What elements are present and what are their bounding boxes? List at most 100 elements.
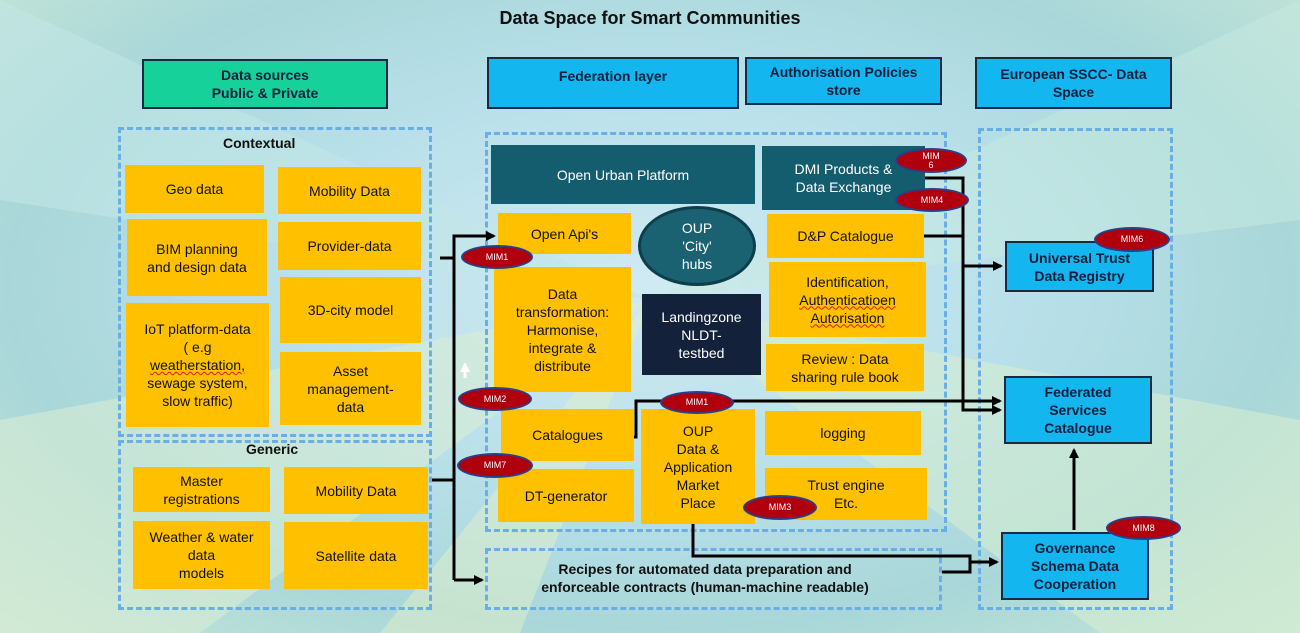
iot-line2: ( e.g xyxy=(183,339,212,355)
box-3d-city-model: 3D-city model xyxy=(280,277,421,343)
box-geo-data: Geo data xyxy=(125,165,264,213)
satellite-data-label: Satellite data xyxy=(315,547,397,564)
mim-badge-transform: MIM2 xyxy=(458,387,532,411)
connector-to-open-apis xyxy=(452,231,496,580)
market-line5: Place xyxy=(680,494,716,511)
logging-label: logging xyxy=(820,425,866,441)
mim6-top-line1: MIM xyxy=(922,150,940,161)
connector-catalogues-market xyxy=(634,399,676,439)
review-line2: sharing rule book xyxy=(791,368,899,385)
hubs-line1: OUP xyxy=(681,220,713,236)
bim-line1: BIM planning xyxy=(156,240,238,257)
box-dt-generator: DT-generator xyxy=(498,469,634,522)
mobility-data-generic-label: Mobility Data xyxy=(315,482,397,499)
transform-line3: Harmonise, xyxy=(526,321,599,338)
provider-data-label: Provider-data xyxy=(307,238,392,254)
header-european-line1: European SSCC- Data xyxy=(1000,66,1147,82)
identification-line2: Authenticatioen xyxy=(799,291,896,308)
dmi-line2: Data Exchange xyxy=(795,179,892,195)
city-model-label: 3D-city model xyxy=(307,302,394,318)
master-line1: Master xyxy=(180,472,223,489)
mim6-top-line2: 6 xyxy=(928,159,934,170)
hubs-line2: 'City' xyxy=(682,238,712,254)
box-catalogues: Catalogues xyxy=(501,409,634,461)
weather-line3: models xyxy=(178,565,225,581)
header-policies-line1: Authorisation Policies xyxy=(769,64,918,80)
box-mobility-data-contextual: Mobility Data xyxy=(278,167,421,214)
header-data-sources-line1: Data sources xyxy=(221,67,309,83)
header-policies-line2: store xyxy=(826,82,861,98)
transform-line5: distribute xyxy=(534,357,591,374)
recipes-container xyxy=(485,548,942,610)
box-open-urban-platform: Open Urban Platform xyxy=(491,145,755,204)
recipes-text: Recipes for automated data preparation a… xyxy=(500,560,910,596)
european-container xyxy=(978,128,1173,610)
mim-badge-dtgen: MIM7 xyxy=(457,453,533,478)
catalogues-label: Catalogues xyxy=(532,427,603,443)
registry-line2: Data Registry xyxy=(1034,267,1125,284)
asset-line2: management- xyxy=(307,380,394,397)
header-federation-layer: Federation layer xyxy=(487,57,739,109)
contextual-container xyxy=(118,127,432,437)
section-contextual: Contextual xyxy=(223,135,296,151)
iot-line3: weatherstation, xyxy=(150,357,245,373)
federated-line1: Federated xyxy=(1044,384,1112,400)
bim-line2: and design data xyxy=(147,258,247,275)
market-line1: OUP xyxy=(682,422,714,439)
mobility-data-contextual-label: Mobility Data xyxy=(309,182,390,199)
mim4-label: MIM4 xyxy=(920,194,944,205)
dt-generator-label: DT-generator xyxy=(524,487,608,504)
mim-badge-market-top: MIM1 xyxy=(660,391,734,414)
asset-line1: Asset xyxy=(332,362,368,379)
box-weather-water: Weather & water data models xyxy=(133,521,270,589)
landing-line2: NLDT- xyxy=(681,326,722,343)
header-federation-label: Federation layer xyxy=(558,68,668,84)
mim1-market-label: MIM1 xyxy=(685,397,709,407)
mim8-label: MIM8 xyxy=(1132,522,1155,533)
mim-badge-governance: MIM8 xyxy=(1106,516,1181,540)
recipes-line1: Recipes for automated data preparation a… xyxy=(558,561,852,577)
mim3-label: MIM3 xyxy=(768,502,792,512)
transform-line2: transformation: xyxy=(515,303,610,320)
connector-recipes-governance xyxy=(942,562,972,574)
market-line3: Application xyxy=(663,458,733,475)
trust-line1: Trust engine xyxy=(807,477,885,493)
landing-line1: Landingzone xyxy=(661,308,742,325)
box-open-apis: Open Api's xyxy=(498,213,631,254)
box-satellite-data: Satellite data xyxy=(284,522,428,589)
governance-line2: Schema Data xyxy=(1031,558,1119,574)
geo-data-label: Geo data xyxy=(165,181,224,197)
identification-line1: Identification, xyxy=(806,273,889,290)
box-mobility-data-generic: Mobility Data xyxy=(284,467,428,514)
box-dp-catalogue: D&P Catalogue xyxy=(767,214,924,258)
mim-badge-dmi-bottom: MIM4 xyxy=(895,188,969,212)
review-line1: Review : Data xyxy=(801,350,889,367)
weather-line1: Weather & water xyxy=(149,529,254,545)
iot-line5: slow traffic) xyxy=(162,393,233,409)
mim-badge-market-bottom: MIM3 xyxy=(743,495,817,520)
asset-line3: data xyxy=(336,398,365,415)
governance-line1: Governance xyxy=(1034,540,1116,556)
federated-line3: Catalogue xyxy=(1044,420,1112,436)
trust-line2: Etc. xyxy=(833,495,859,511)
box-logging: logging xyxy=(765,411,921,455)
master-line2: registrations xyxy=(163,490,240,507)
weather-line2: data xyxy=(187,547,216,563)
federation-container xyxy=(485,132,947,532)
header-authorisation-policies: Authorisation Policies store xyxy=(745,57,942,105)
connector-dp-registry xyxy=(924,234,1003,271)
mim7-label: MIM7 xyxy=(483,460,507,470)
recipes-line2: enforceable contracts (human-machine rea… xyxy=(541,579,869,595)
hubs-line3: hubs xyxy=(681,256,713,272)
iot-line1: IoT platform-data xyxy=(144,321,251,337)
